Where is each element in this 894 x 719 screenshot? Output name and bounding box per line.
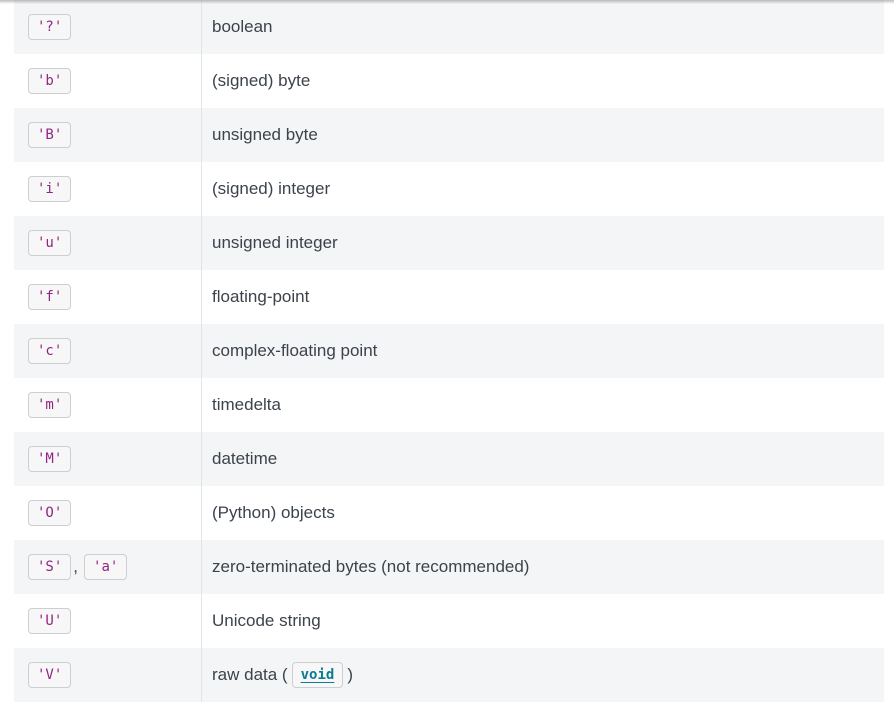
table-row: 'S', 'a' zero-terminated bytes (not recomm…: [14, 540, 884, 594]
row-description-text: datetime: [212, 449, 278, 468]
character-code-cell: 'b': [14, 54, 202, 108]
char-code-chip: 'm': [28, 392, 72, 418]
row-description-text: floating-point: [212, 287, 310, 306]
char-code-chip: 'b': [28, 68, 72, 94]
description-cell: raw data (void): [202, 662, 884, 688]
char-code-chip: 'c': [28, 338, 72, 364]
description-cell: unsigned byte: [202, 125, 884, 145]
char-code-chip: 'S': [28, 554, 72, 580]
table-row: 'O' (Python) objects: [14, 486, 884, 540]
table-row: 'b' (signed) byte: [14, 54, 884, 108]
char-code-chip: 'B': [28, 122, 72, 148]
table-row: 'm' timedelta: [14, 378, 884, 432]
table-row: 'f' floating-point: [14, 270, 884, 324]
table-row: 'c' complex-floating point: [14, 324, 884, 378]
table-row: 'U' Unicode string: [14, 594, 884, 648]
character-code-cell: 'i': [14, 162, 202, 216]
row-description-text: complex-floating point: [212, 341, 378, 360]
description-cell: floating-point: [202, 287, 884, 307]
code-separator: ,: [73, 557, 79, 576]
character-code-cell: 'U': [14, 594, 202, 648]
table-row: '?' boolean: [14, 0, 884, 54]
row-description-text: boolean: [212, 17, 273, 36]
description-cell: unsigned integer: [202, 233, 884, 253]
row-description-text: timedelta: [212, 395, 281, 414]
char-code-chip: 'f': [28, 284, 72, 310]
character-code-cell: '?': [14, 0, 202, 54]
character-code-cell: 'f': [14, 270, 202, 324]
table-row: 'B' unsigned byte: [14, 108, 884, 162]
row-description-text: raw data (: [212, 665, 288, 684]
character-code-cell: 'u': [14, 216, 202, 270]
table-row: 'i' (signed) integer: [14, 162, 884, 216]
char-code-chip: 'M': [28, 446, 72, 472]
char-code-chip: 'a': [84, 554, 128, 580]
row-description-text: (signed) integer: [212, 179, 331, 198]
description-cell: datetime: [202, 449, 884, 469]
description-cell: complex-floating point: [202, 341, 884, 361]
table-row: 'V' raw data (void): [14, 648, 884, 702]
dtype-character-table: '?' boolean 'b' (signed) byte 'B' unsigned by…: [14, 0, 884, 702]
description-cell: (signed) byte: [202, 71, 884, 91]
void-code-link[interactable]: void: [291, 662, 344, 688]
character-code-cell: 'V': [14, 648, 202, 702]
row-description-text: zero-terminated bytes (not recommended): [212, 557, 530, 576]
description-cell: (Python) objects: [202, 503, 884, 523]
description-cell: timedelta: [202, 395, 884, 415]
row-description-text: ): [347, 665, 353, 684]
table-row: 'u' unsigned integer: [14, 216, 884, 270]
row-description-text: (Python) objects: [212, 503, 335, 522]
char-code-chip: 'V': [28, 662, 72, 688]
character-code-cell: 'S', 'a': [14, 540, 202, 594]
character-code-cell: 'M': [14, 432, 202, 486]
table-row: 'M' datetime: [14, 432, 884, 486]
character-code-cell: 'c': [14, 324, 202, 378]
char-code-chip: 'u': [28, 230, 72, 256]
character-code-cell: 'B': [14, 108, 202, 162]
description-cell: Unicode string: [202, 611, 884, 631]
char-code-chip: 'i': [28, 176, 72, 202]
char-code-chip: 'U': [28, 608, 72, 634]
char-code-chip: 'O': [28, 500, 72, 526]
description-cell: (signed) integer: [202, 179, 884, 199]
description-cell: boolean: [202, 17, 884, 37]
row-description-text: (signed) byte: [212, 71, 311, 90]
character-code-cell: 'm': [14, 378, 202, 432]
character-code-cell: 'O': [14, 486, 202, 540]
description-cell: zero-terminated bytes (not recommended): [202, 557, 884, 577]
row-description-text: unsigned integer: [212, 233, 338, 252]
row-description-text: Unicode string: [212, 611, 321, 630]
row-description-text: unsigned byte: [212, 125, 318, 144]
char-code-chip: '?': [28, 14, 72, 40]
